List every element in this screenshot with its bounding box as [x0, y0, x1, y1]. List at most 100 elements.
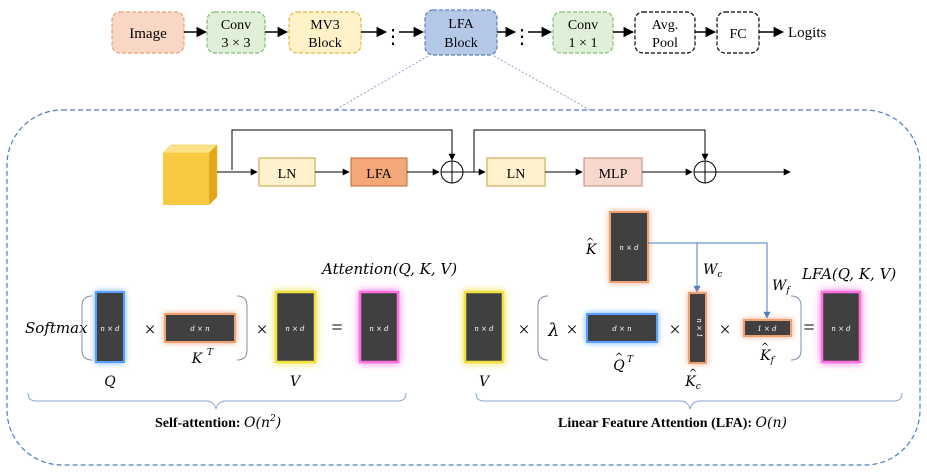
kc-label: Kc [684, 374, 701, 392]
equals-sign: = [803, 317, 814, 339]
mv3-block-box: MV3 Block [288, 11, 362, 54]
matrix-v [274, 290, 317, 364]
logits-label: Logits [788, 25, 826, 41]
zoom-line-right [493, 55, 591, 111]
pool-line1: Avg. [652, 18, 679, 33]
lfa-op-label: LFA [366, 167, 392, 182]
ellipsis: ⋮ [383, 26, 403, 48]
khat-hat: ^ [586, 237, 594, 248]
kt-label: K [191, 351, 204, 367]
v-label: V [290, 374, 302, 390]
matrix-q-dim: n × d [100, 325, 120, 333]
kf-hat: ^ [761, 342, 769, 353]
kf-label: Kf [759, 348, 775, 366]
times-sign: × [144, 319, 155, 341]
residual-connection [473, 129, 709, 172]
wf-label: Wf [772, 278, 791, 296]
ln-box-1 [258, 157, 316, 187]
paren-left [81, 295, 93, 361]
times-sign: × [669, 319, 680, 341]
ln-label-1: LN [278, 167, 297, 182]
matrix-attention-out [358, 290, 400, 364]
matrix-qhat-t [586, 313, 658, 343]
brace [475, 392, 903, 410]
ellipsis: ⋮ [512, 26, 532, 48]
matrix-v-dim: n × d [285, 325, 305, 333]
matrix-kt [164, 313, 236, 343]
self-attention-caption: Self-attention: O(n2) [155, 414, 281, 431]
mv3-line1: MV3 [310, 18, 340, 33]
self-attention-formula: Softmax n × d Q × d × n K T × n × d V = … [25, 260, 457, 431]
kt-sup: T [207, 348, 214, 358]
matrix-v-lfa [463, 290, 505, 364]
qhat-hat: ^ [615, 352, 623, 363]
q-label: Q [104, 374, 116, 390]
lfa-block-box: LFA Block [424, 9, 498, 56]
image-box: Image [111, 11, 185, 54]
kc-hat: ^ [689, 368, 697, 379]
fc-label: FC [729, 27, 746, 42]
fc-box: FC [716, 11, 760, 54]
paren-left [537, 295, 549, 361]
v-lfa-dim: n × d [474, 325, 494, 333]
residual-connection [231, 129, 456, 170]
times-sign: × [518, 319, 529, 341]
mlp-label: MLP [599, 167, 628, 182]
lfa-out-dim: n × d [831, 325, 851, 333]
input-cube [162, 144, 218, 206]
detail-frame [6, 109, 921, 466]
pipeline: Image Conv 3 × 3 MV3 Block ⋮ LFA Block ⋮… [111, 9, 826, 56]
conv1x1-line2: 1 × 1 [569, 36, 598, 51]
mv3-line2: Block [308, 36, 341, 51]
paren-right [236, 295, 248, 361]
conv1x1-line1: Conv [568, 18, 598, 33]
add-node-2 [693, 160, 717, 184]
wc-arrow [648, 242, 701, 293]
times-sign: × [566, 319, 577, 341]
conv3x3-box: Conv 3 × 3 [206, 11, 266, 54]
khat-label: K [585, 242, 598, 258]
lfa-block-detail: LN LFA LN MLP [162, 129, 791, 206]
equals-sign: = [331, 317, 342, 339]
wf-arrow [697, 242, 771, 319]
qhat-sup: T [627, 355, 634, 365]
times-sign: × [719, 319, 730, 341]
conv3x3-line1: Conv [221, 18, 251, 33]
matrix-lfa-out [820, 290, 862, 364]
times-sign: × [256, 319, 267, 341]
v-lfa-label: V [479, 374, 491, 390]
lambda: λ [547, 320, 559, 341]
conv1x1-box: Conv 1 × 1 [552, 11, 614, 54]
lfa-caption: Linear Feature Attention (LFA): O(n) [558, 415, 787, 431]
attention-label: Attention(Q, K, V) [320, 260, 457, 278]
lfa-block-line2: Block [444, 36, 477, 51]
lfa-block-line1: LFA [448, 17, 474, 32]
wc-label: Wc [703, 262, 722, 280]
matrix-kc [688, 292, 707, 364]
ln-label-2: LN [507, 167, 526, 182]
qhat-dim: d × n [612, 325, 632, 333]
matrix-q [95, 291, 125, 363]
softmax-label: Softmax [25, 319, 88, 337]
zoom-line-left [334, 55, 429, 111]
brace [27, 392, 407, 410]
matrix-kt-dim: d × n [190, 325, 210, 333]
add-node-1 [440, 160, 464, 184]
avg-pool-box: Avg. Pool [634, 11, 696, 54]
lfa-op-box [350, 157, 408, 187]
pool-line2: Pool [652, 36, 678, 51]
lfa-out-label: LFA(Q, K, V) [801, 265, 896, 283]
matrix-kf [743, 319, 792, 337]
attention-out-dim: n × d [369, 325, 389, 333]
lfa-formula: n × d K ^ Wc Wf n × d V × λ × d × n Q ^ … [463, 211, 903, 431]
khat-dim: n × d [619, 244, 639, 252]
qhat-label: Q [613, 358, 625, 374]
kc-dim: n × 1 [695, 318, 703, 337]
matrix-khat [609, 211, 649, 283]
conv3x3-line2: 3 × 3 [222, 36, 251, 51]
paren-right [790, 295, 802, 361]
kf-dim: 1 × d [757, 325, 777, 333]
image-label: Image [129, 26, 167, 42]
ln-box-2 [486, 157, 546, 187]
